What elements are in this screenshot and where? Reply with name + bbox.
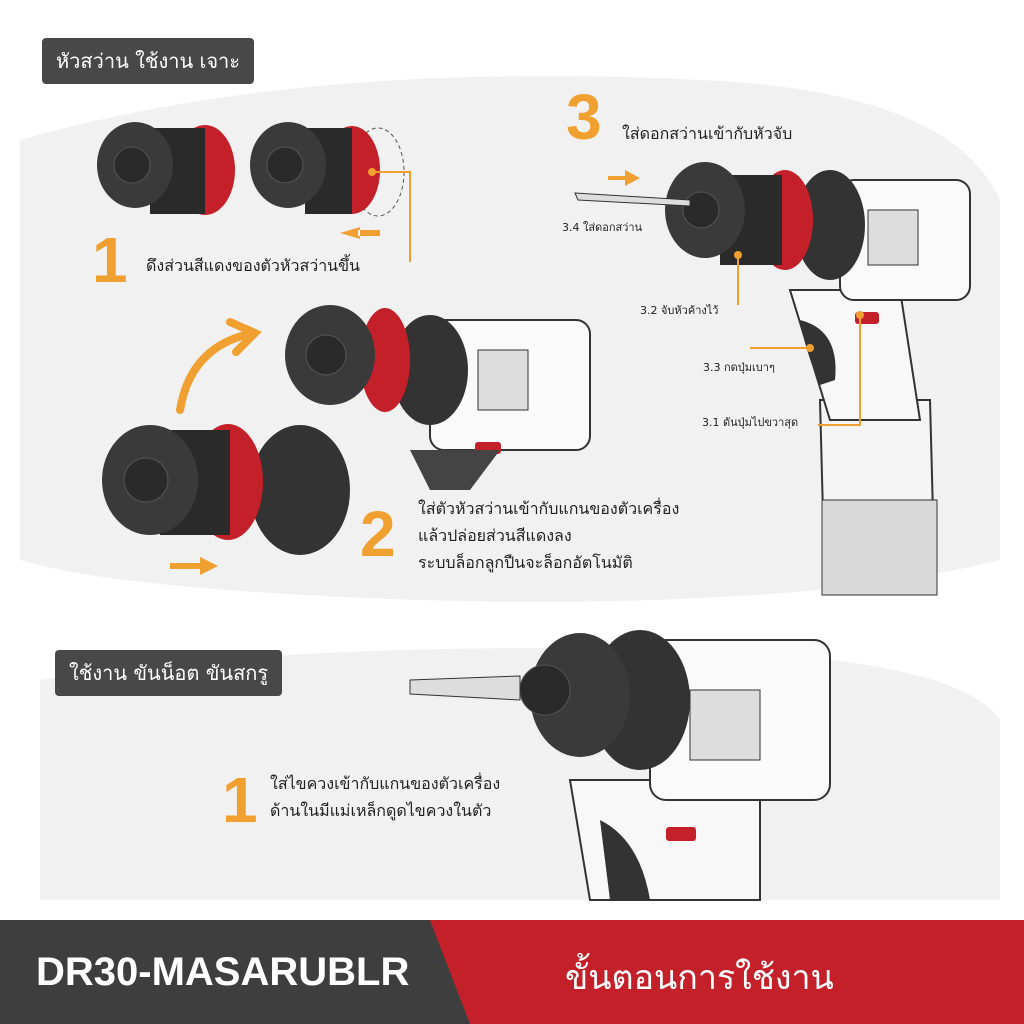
arrow-right-icon <box>608 170 640 186</box>
step2-line: แล้วปล่อยส่วนสีแดงลง <box>418 526 572 545</box>
drill-chuck-mounting-icon <box>102 424 350 555</box>
power-drill-step3-icon <box>574 162 971 596</box>
section-label-screw: ใช้งาน ขันน็อต ขันสกรู <box>55 650 283 696</box>
arrow-right-icon <box>170 557 218 575</box>
screw-step1-text: ใส่ไขควงเข้ากับแกนของตัวเครื่อง ด้านในมี… <box>270 770 500 824</box>
step2-line: ระบบล็อกลูกปืนจะล็อกอัตโนมัติ <box>418 553 633 572</box>
step-number: 1 <box>222 764 258 836</box>
curved-arrow-head <box>226 318 262 356</box>
power-drill-screwdriver-icon <box>409 630 831 901</box>
drill-bit-icon <box>574 192 691 207</box>
step-number: 3 <box>566 81 602 153</box>
arrow-left-icon <box>340 227 380 239</box>
screw-step1-line: ใส่ไขควงเข้ากับแกนของตัวเครื่อง <box>270 774 501 793</box>
callout-3-4: 3.4 ใส่ดอกสว่าน <box>562 221 643 234</box>
power-drill-icon <box>285 305 591 490</box>
footer-title: ขั้นตอนการใช้งาน <box>565 958 834 998</box>
drill-chuck-icon <box>97 122 235 215</box>
curved-arrow-icon <box>176 331 249 414</box>
callout-3-1: 3.1 ดันปุ่มไปขวาสุด <box>702 416 799 429</box>
screwdriver-bit-icon <box>409 675 521 701</box>
step2-line: ใส่ตัวหัวสว่านเข้ากับแกนของตัวเครื่อง <box>418 499 680 518</box>
step-number: 2 <box>360 498 396 570</box>
step1-text: ดึงส่วนสีแดงของตัวหัวสว่านขึ้น <box>146 256 360 275</box>
callout-3-2: 3.2 จับหัวค้างไว้ <box>640 304 719 317</box>
drill-chuck-pulled-icon <box>250 122 411 262</box>
callout-3-3: 3.3 กดปุ่มเบาๆ <box>703 361 775 374</box>
step3-title: ใส่ดอกสว่านเข้ากับหัวจับ <box>622 124 793 143</box>
screw-step1-line: ด้านในมีแม่เหล็กดูดไขควงในตัว <box>270 801 492 820</box>
model-name: DR30-MASARUBLR <box>36 950 410 994</box>
step-number: 1 <box>92 224 128 296</box>
step2-text: ใส่ตัวหัวสว่านเข้ากับแกนของตัวเครื่อง แล… <box>418 495 679 576</box>
footer-red-banner <box>430 920 1024 1024</box>
section-label-drill: หัวสว่าน ใช้งาน เจาะ <box>42 38 255 84</box>
